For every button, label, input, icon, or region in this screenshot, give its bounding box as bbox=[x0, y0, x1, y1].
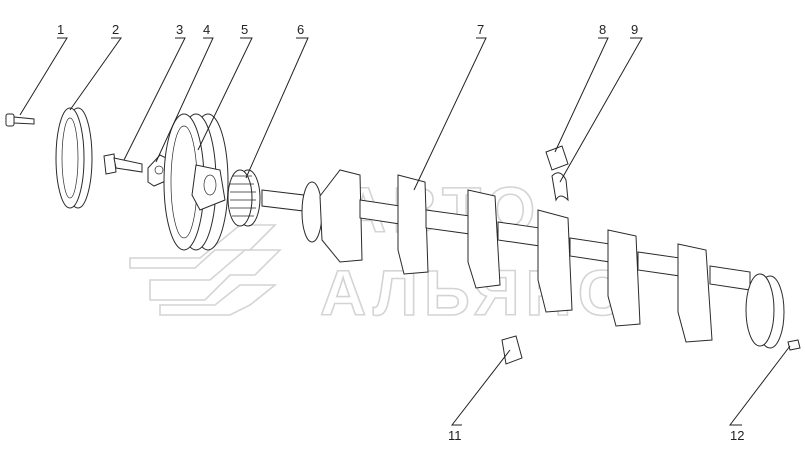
leader-9 bbox=[559, 37, 643, 183]
part-stud-bolt bbox=[103, 153, 143, 175]
part-pulley-disc bbox=[55, 107, 93, 209]
callout-2: 2 bbox=[112, 22, 119, 37]
callout-4: 4 bbox=[203, 22, 210, 37]
part-timing-gear bbox=[227, 169, 261, 227]
callout-8: 8 bbox=[599, 22, 606, 37]
callout-12: 12 bbox=[730, 428, 744, 443]
part-plug bbox=[787, 339, 801, 351]
part-bolt bbox=[5, 113, 35, 127]
leader-5 bbox=[197, 37, 253, 151]
leader-12 bbox=[728, 345, 791, 426]
callout-7: 7 bbox=[477, 22, 484, 37]
leader-1 bbox=[19, 37, 68, 116]
leader-3 bbox=[123, 37, 186, 161]
part-thrust-washer bbox=[551, 172, 569, 202]
callout-9: 9 bbox=[631, 22, 638, 37]
leader-4 bbox=[155, 37, 214, 163]
leader-11 bbox=[450, 349, 511, 426]
leader-7 bbox=[413, 37, 487, 191]
leader-2 bbox=[69, 37, 122, 111]
callout-6: 6 bbox=[297, 22, 304, 37]
leader-8 bbox=[554, 37, 609, 153]
part-crankshaft bbox=[261, 169, 785, 349]
callout-3: 3 bbox=[176, 22, 183, 37]
callout-1: 1 bbox=[57, 22, 64, 37]
callout-5: 5 bbox=[241, 22, 248, 37]
part-bearing-shell-top bbox=[545, 145, 569, 171]
leader-6 bbox=[245, 37, 309, 179]
callout-11: 11 bbox=[448, 428, 462, 443]
part-bearing-shell-bottom bbox=[501, 335, 523, 365]
callout-labels: 1 2 3 4 5 6 7 8 9 11 12 bbox=[57, 22, 744, 443]
part-damper-pulley bbox=[163, 113, 229, 251]
leader-lines bbox=[19, 37, 791, 426]
